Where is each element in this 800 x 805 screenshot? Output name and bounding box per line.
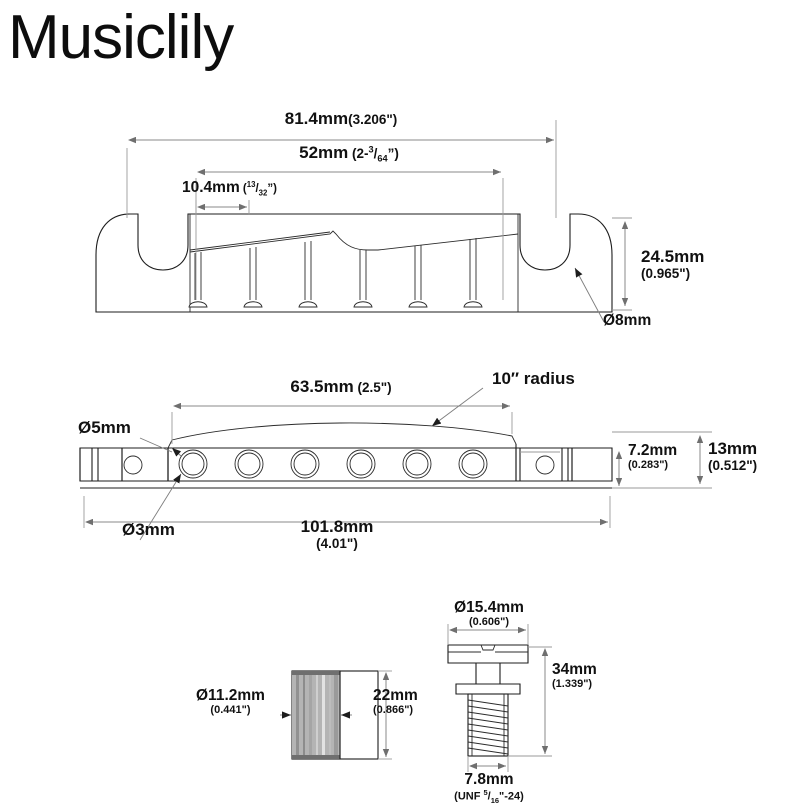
dim-label-plate-thickness: 7.2mm (0.283") (628, 442, 678, 471)
dim-label-body-height: 24.5mm (0.965") (641, 247, 705, 281)
dim-label-bolt-head-diameter: Ø15.4mm (0.606") (454, 599, 524, 628)
dim-label-string-spacing: 10.4mm (13/32”) (182, 179, 277, 198)
bolt-geometry (447, 624, 552, 772)
dim-label-total-thickness: 13mm (0.512") (708, 439, 758, 473)
dim-label-overall-length: 101.8mm (4.01") (300, 517, 374, 551)
dim-label-saddle-radius-span: 63.5mm (2.5") (290, 377, 392, 396)
dim-label-small-hole-diameter: Ø5mm (78, 418, 131, 437)
dim-label-post-hole-diameter: Ø8mm (603, 312, 652, 329)
plan-view-geometry (79, 387, 712, 541)
dim-label-string-hole-diameter: Ø3mm (122, 520, 175, 539)
dim-label-overall-width: 81.4mm(3.206") (284, 109, 398, 128)
front-elevation-geometry (95, 120, 632, 323)
dim-label-radius: 10″ radius (492, 369, 575, 388)
dim-label-bolt-length: 34mm (1.339") (552, 661, 597, 690)
dim-label-insert-length: 22mm (0.866") (373, 687, 418, 716)
insert-geometry (280, 670, 392, 760)
dim-label-insert-diameter: Ø11.2mm (0.441") (196, 687, 265, 716)
brand-logo: Musiclily (8, 3, 234, 72)
dim-label-string-span: 52mm (2-3/64”) (299, 143, 399, 164)
